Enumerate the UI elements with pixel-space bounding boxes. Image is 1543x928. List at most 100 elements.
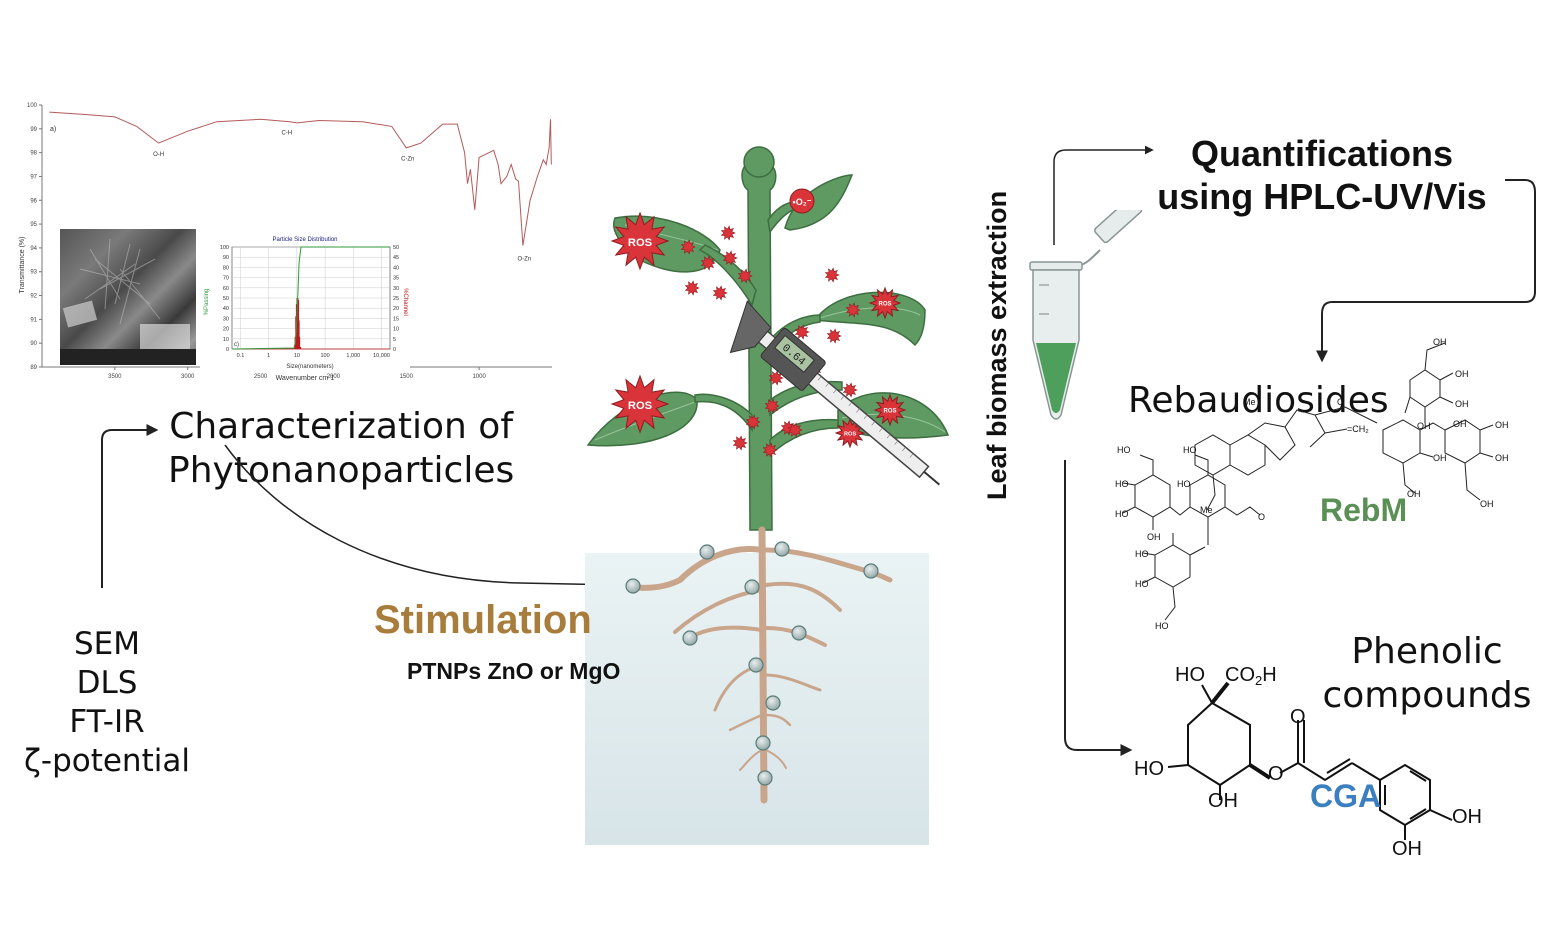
svg-text:Me: Me — [1200, 505, 1213, 515]
psd-y-tick-label: 100 — [220, 245, 229, 251]
ftir-x-tick-label: 3000 — [181, 374, 195, 380]
svg-text:HO: HO — [1135, 579, 1149, 589]
sem-texture — [60, 238, 196, 365]
ftir-y-tick-label: 94 — [30, 246, 37, 252]
phenolic-title: Phenolic compounds — [1322, 630, 1532, 718]
phenolic-line1: Phenolic — [1351, 631, 1503, 672]
ftir-y-tick-label: 91 — [30, 317, 37, 323]
psd-y2-tick-label: 35 — [393, 276, 399, 282]
superoxide-burst — [824, 267, 840, 283]
svg-text:HO: HO — [1135, 549, 1149, 559]
svg-text:O: O — [1268, 763, 1284, 785]
ftir-x-tick-label: 1500 — [400, 374, 414, 380]
svg-text:HO: HO — [1117, 445, 1131, 455]
technique-sem: SEM — [73, 626, 140, 662]
ros-label: ROS — [883, 409, 896, 415]
psd-x-tick-label: 10,000 — [373, 353, 390, 359]
superoxide-burst — [700, 255, 716, 271]
psd-y2-tick-label: 45 — [393, 255, 399, 261]
svg-text:HO: HO — [1175, 664, 1205, 686]
ros-label: ROS — [628, 400, 653, 412]
psd-y-axis-label: %Passing — [204, 289, 210, 316]
psd-y-tick-label: 40 — [223, 306, 229, 312]
superoxide-burst — [764, 398, 780, 414]
ftir-panel-label: a) — [50, 126, 56, 133]
superoxide-label: •O₂⁻ — [793, 197, 812, 207]
ftir-y-tick-label: 100 — [27, 103, 38, 109]
superoxide-burst — [684, 280, 700, 296]
svg-text:O: O — [1290, 706, 1306, 728]
ftir-x-tick-label: 2500 — [254, 374, 268, 380]
svg-text:O: O — [1258, 512, 1265, 522]
ftir-y-tick-label: 92 — [30, 294, 37, 300]
arrow-characterization-to-stimulation — [224, 444, 622, 590]
svg-text:OH: OH — [1433, 453, 1447, 463]
ftir-y-tick-label: 90 — [30, 341, 37, 347]
ftir-x-tick-label: 3500 — [108, 374, 122, 380]
psd-y2-tick-label: 10 — [393, 327, 399, 333]
quantification-title: Quantifications using HPLC-UV/Vis — [1142, 132, 1502, 218]
ftir-y-tick-label: 98 — [30, 151, 37, 157]
svg-text:HO: HO — [1134, 758, 1164, 780]
psd-y-tick-label: 70 — [223, 276, 229, 282]
psd-x-tick-label: 1 — [267, 353, 270, 359]
psd-bar — [297, 320, 300, 349]
ros-burst — [868, 286, 902, 320]
psd-x-tick-label: 1,000 — [346, 353, 360, 359]
characterization-title: Characterization of Phytonanoparticles — [168, 405, 514, 493]
psd-x-tick-label: 0.1 — [237, 353, 245, 359]
psd-y2-tick-label: 0 — [393, 347, 396, 353]
arrow-extraction-to-phenolics — [1064, 460, 1133, 756]
superoxide-burst — [845, 302, 861, 318]
svg-text:HO: HO — [1177, 479, 1191, 489]
superoxide-burst — [680, 239, 696, 255]
characterization-title-line1: Characterization of — [169, 406, 513, 447]
technique-ftir: FT-IR — [69, 704, 145, 740]
rebm-label: RebM — [1320, 492, 1408, 528]
phenolic-line2: compounds — [1322, 675, 1532, 716]
ftir-annotation: O-Zn — [517, 257, 531, 263]
superoxide-burst — [745, 414, 761, 430]
rebaudiosides-title: Rebaudiosides — [1128, 380, 1389, 421]
svg-text:Me: Me — [1243, 397, 1256, 407]
psd-y-tick-label: 10 — [223, 337, 229, 343]
superoxide-burst — [787, 422, 803, 438]
psd-bar — [299, 346, 302, 349]
svg-text:OH: OH — [1452, 806, 1482, 828]
caliper: 0.64 — [729, 300, 940, 486]
superoxide-burst — [842, 382, 858, 398]
superoxide-burst — [732, 435, 748, 451]
svg-text:HO: HO — [1115, 479, 1129, 489]
ftir-y-tick-label: 89 — [30, 365, 37, 371]
ftir-annotation: C-Zn — [401, 157, 414, 163]
psd-y2-tick-label: 5 — [393, 337, 396, 343]
ftir-x-tick-label: 1000 — [472, 374, 486, 380]
ros-burst — [610, 211, 670, 271]
psd-bar — [298, 336, 301, 349]
svg-text:=CH₂: =CH₂ — [1347, 424, 1369, 434]
ftir-y-tick-label: 95 — [30, 222, 37, 228]
soil-box — [585, 553, 929, 845]
ftir-y-tick-label: 99 — [30, 127, 37, 133]
ftir-annotations: O-HC-HC-ZnO-Zn — [153, 130, 531, 262]
svg-text:CO2H: CO2H — [1225, 664, 1277, 688]
ros-burst — [610, 374, 670, 434]
svg-text:HO: HO — [1155, 621, 1169, 631]
cga-label: CGA — [1310, 778, 1382, 814]
quantification-line1: Quantifications — [1190, 133, 1454, 174]
ftir-annotation: O-H — [153, 152, 164, 158]
ftir-y-tick-label: 96 — [30, 198, 37, 204]
ros-label: ROS — [628, 237, 653, 249]
superoxide-burst — [762, 442, 778, 458]
technique-list: SEM DLS FT-IR ζ-potential — [22, 625, 192, 781]
svg-text:OH: OH — [1480, 499, 1494, 509]
psd-x-axis-label: Size(nanometers) — [286, 364, 333, 370]
stem — [694, 164, 843, 531]
svg-text:HO: HO — [1115, 509, 1129, 519]
psd-y-tick-label: 0 — [226, 347, 229, 353]
superoxide-marker — [789, 188, 815, 214]
svg-text:OH: OH — [1495, 453, 1509, 463]
